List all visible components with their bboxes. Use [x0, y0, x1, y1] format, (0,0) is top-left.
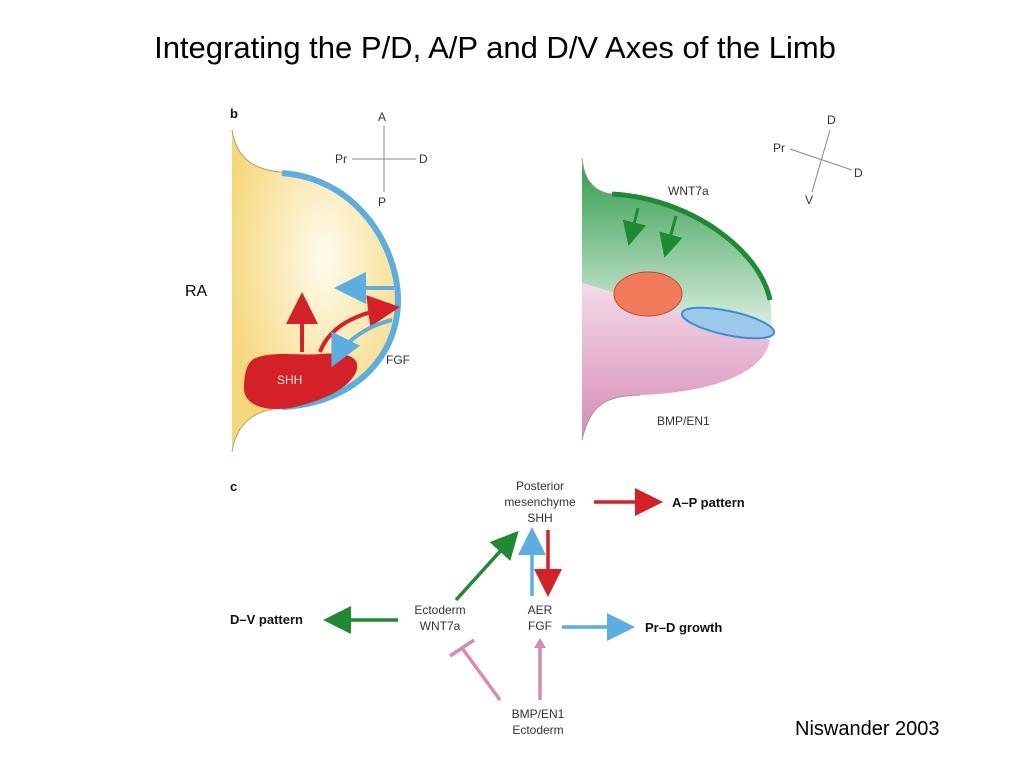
axis-pr-label-2: Pr [773, 141, 785, 155]
fgf-label: FGF [386, 353, 410, 367]
axis-p-label: P [378, 195, 386, 209]
right-limb-bud: WNT7a BMP/EN1 [581, 157, 776, 441]
shh-to-aer-arrow [318, 295, 400, 353]
fgf-to-shh-arrow [331, 318, 393, 368]
posterior-line3: SHH [527, 511, 552, 525]
panel-b-letter: b [230, 106, 238, 121]
left-axis-cross: A Pr D P [335, 110, 428, 209]
shh-region [244, 353, 358, 410]
wnt-arrow-2 [659, 215, 683, 258]
right-axis-cross: Pr D D V [773, 113, 863, 207]
left-limb-bud: SHH FGF [231, 129, 410, 453]
citation: Niswander 2003 [795, 718, 940, 740]
panel-c-letter: c [230, 479, 237, 494]
shh-label: SHH [277, 373, 302, 387]
aer-line1: AER [528, 603, 553, 617]
wnt7a-label: WNT7a [668, 184, 709, 198]
bmp-en1-label: BMP/EN1 [657, 414, 710, 428]
bmp-line2: Ectoderm [512, 723, 563, 737]
axis-v-label: V [805, 193, 813, 207]
slide-title: Integrating the P/D, A/P and D/V Axes of… [154, 30, 836, 65]
ap-pattern-label: A–P pattern [672, 495, 745, 510]
wnt-arrow-1 [622, 207, 647, 246]
axis-a-label: A [378, 110, 386, 124]
posterior-line1: Posterior [516, 479, 564, 493]
axis-d-label: D [419, 152, 428, 166]
bmp-line1: BMP/EN1 [512, 707, 565, 721]
axis-pr-label: Pr [335, 152, 347, 166]
posterior-line2: mesenchyme [504, 495, 576, 509]
axis-d-right-label: D [854, 166, 863, 180]
wnt-to-shh-arrow [454, 530, 519, 602]
inhibition-bar [449, 638, 475, 658]
ectoderm-line2: WNT7a [420, 619, 461, 633]
aer-line2: FGF [528, 619, 552, 633]
axis-d-top-label: D [827, 113, 836, 127]
bmp-inhibits-wnt [460, 646, 502, 702]
prd-growth-label: Pr–D growth [645, 620, 722, 635]
aer-region [680, 306, 776, 340]
ra-label: RA [185, 283, 208, 300]
dorsal-ectoderm [611, 191, 773, 301]
signaling-network: Posterior mesenchyme SHH Ectoderm WNT7a … [230, 479, 745, 737]
zpa-region [613, 271, 683, 317]
bmp-to-aer-arrowhead [534, 638, 546, 648]
ectoderm-line1: Ectoderm [414, 603, 465, 617]
dv-pattern-label: D–V pattern [230, 612, 303, 627]
